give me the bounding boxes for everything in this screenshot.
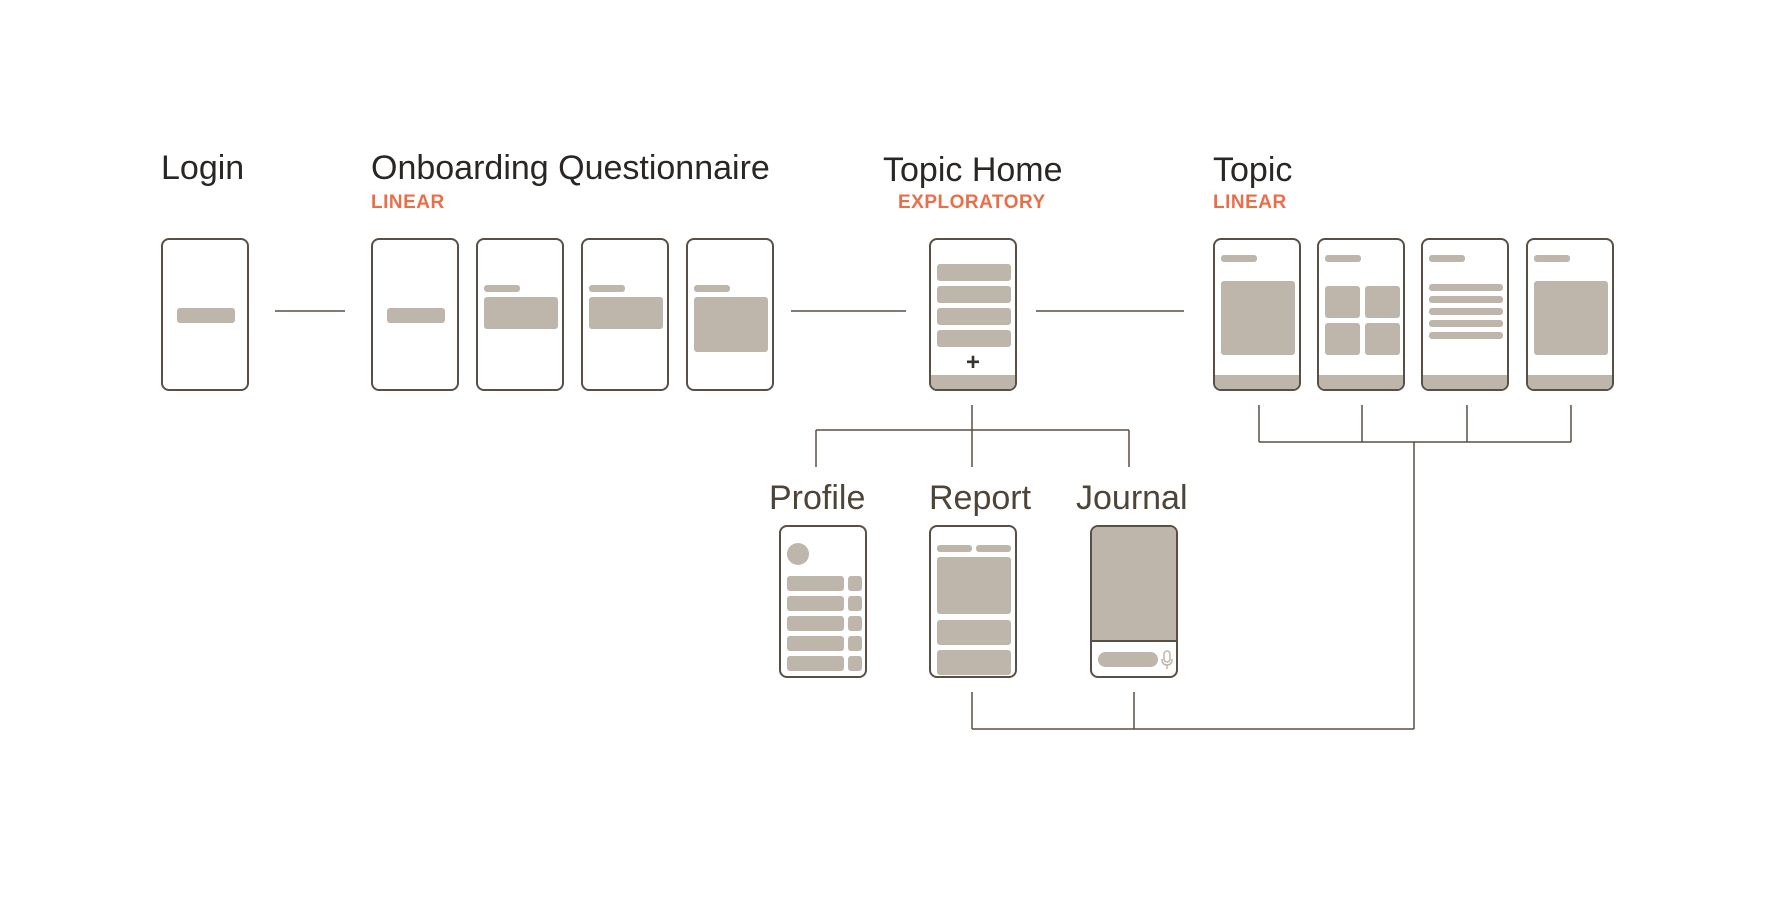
onboarding-2-heading — [484, 285, 520, 292]
topic-home-item-2 — [937, 286, 1011, 303]
topic-3-line-3 — [1429, 308, 1503, 315]
topic-3-line-2 — [1429, 296, 1503, 303]
onboarding-2-field — [484, 297, 558, 329]
topic-1-image — [1221, 281, 1295, 355]
report-tab-1 — [937, 545, 972, 552]
topic-home-tag: EXPLORATORY — [898, 192, 1046, 213]
screen-topic-1 — [1213, 238, 1301, 391]
profile-row-3-action — [848, 616, 862, 631]
topic-1-heading — [1221, 255, 1257, 262]
screen-topic-2 — [1317, 238, 1405, 391]
onboarding-3-heading — [589, 285, 625, 292]
topic-home-nav-bar — [931, 375, 1015, 389]
profile-title: Profile — [769, 479, 866, 517]
journal-title: Journal — [1076, 479, 1188, 517]
screen-profile — [779, 525, 867, 678]
topic-3-nav-bar — [1423, 375, 1507, 389]
topic-2-tile-3 — [1325, 323, 1360, 355]
profile-row-3 — [787, 616, 844, 631]
onboarding-title: Onboarding Questionnaire — [371, 149, 770, 187]
topic-1-nav-bar — [1215, 375, 1299, 389]
login-button-placeholder — [177, 308, 235, 323]
screen-topic-home: + — [929, 238, 1017, 391]
topic-2-tile-2 — [1365, 286, 1400, 318]
onboarding-4-heading — [694, 285, 730, 292]
screen-onboarding-1 — [371, 238, 459, 391]
screen-onboarding-3 — [581, 238, 669, 391]
login-title: Login — [161, 149, 245, 187]
topic-title: Topic — [1213, 151, 1293, 189]
topic-home-title: Topic Home — [883, 151, 1063, 189]
plus-icon: + — [965, 349, 980, 376]
onboarding-tag: LINEAR — [371, 192, 445, 213]
journal-text-input — [1098, 652, 1158, 667]
topic-4-nav-bar — [1528, 375, 1612, 389]
topic-3-line-1 — [1429, 284, 1503, 291]
topic-home-item-3 — [937, 308, 1011, 325]
screen-onboarding-4 — [686, 238, 774, 391]
topic-home-item-4 — [937, 330, 1011, 347]
screen-topic-3 — [1421, 238, 1509, 391]
report-block-1 — [937, 620, 1011, 645]
profile-row-1-action — [848, 576, 862, 591]
topic-3-line-4 — [1429, 320, 1503, 327]
onboarding-4-field — [694, 297, 768, 352]
topic-2-tile-4 — [1365, 323, 1400, 355]
report-block-2 — [937, 650, 1011, 675]
topic-4-image — [1534, 281, 1608, 355]
topic-3-heading — [1429, 255, 1465, 262]
profile-row-4 — [787, 636, 844, 651]
avatar-circle — [787, 543, 809, 565]
topic-2-heading — [1325, 255, 1361, 262]
screen-journal — [1090, 525, 1178, 678]
profile-row-1 — [787, 576, 844, 591]
profile-row-2 — [787, 596, 844, 611]
profile-row-4-action — [848, 636, 862, 651]
report-tab-2 — [976, 545, 1011, 552]
topic-tag: LINEAR — [1213, 192, 1287, 213]
journal-entry-area — [1092, 527, 1176, 642]
microphone-icon — [1161, 650, 1173, 669]
profile-row-5-action — [848, 656, 862, 671]
topic-4-heading — [1534, 255, 1570, 262]
topic-3-line-5 — [1429, 332, 1503, 339]
topic-2-tile-1 — [1325, 286, 1360, 318]
profile-row-2-action — [848, 596, 862, 611]
topic-home-item-1 — [937, 264, 1011, 281]
screen-report — [929, 525, 1017, 678]
profile-row-5 — [787, 656, 844, 671]
onboarding-3-field — [589, 297, 663, 329]
screen-login — [161, 238, 249, 391]
screen-topic-4 — [1526, 238, 1614, 391]
report-title: Report — [929, 479, 1032, 517]
topic-2-nav-bar — [1319, 375, 1403, 389]
report-chart-area — [937, 557, 1011, 614]
screen-onboarding-2 — [476, 238, 564, 391]
onboarding-1-button — [387, 308, 445, 323]
